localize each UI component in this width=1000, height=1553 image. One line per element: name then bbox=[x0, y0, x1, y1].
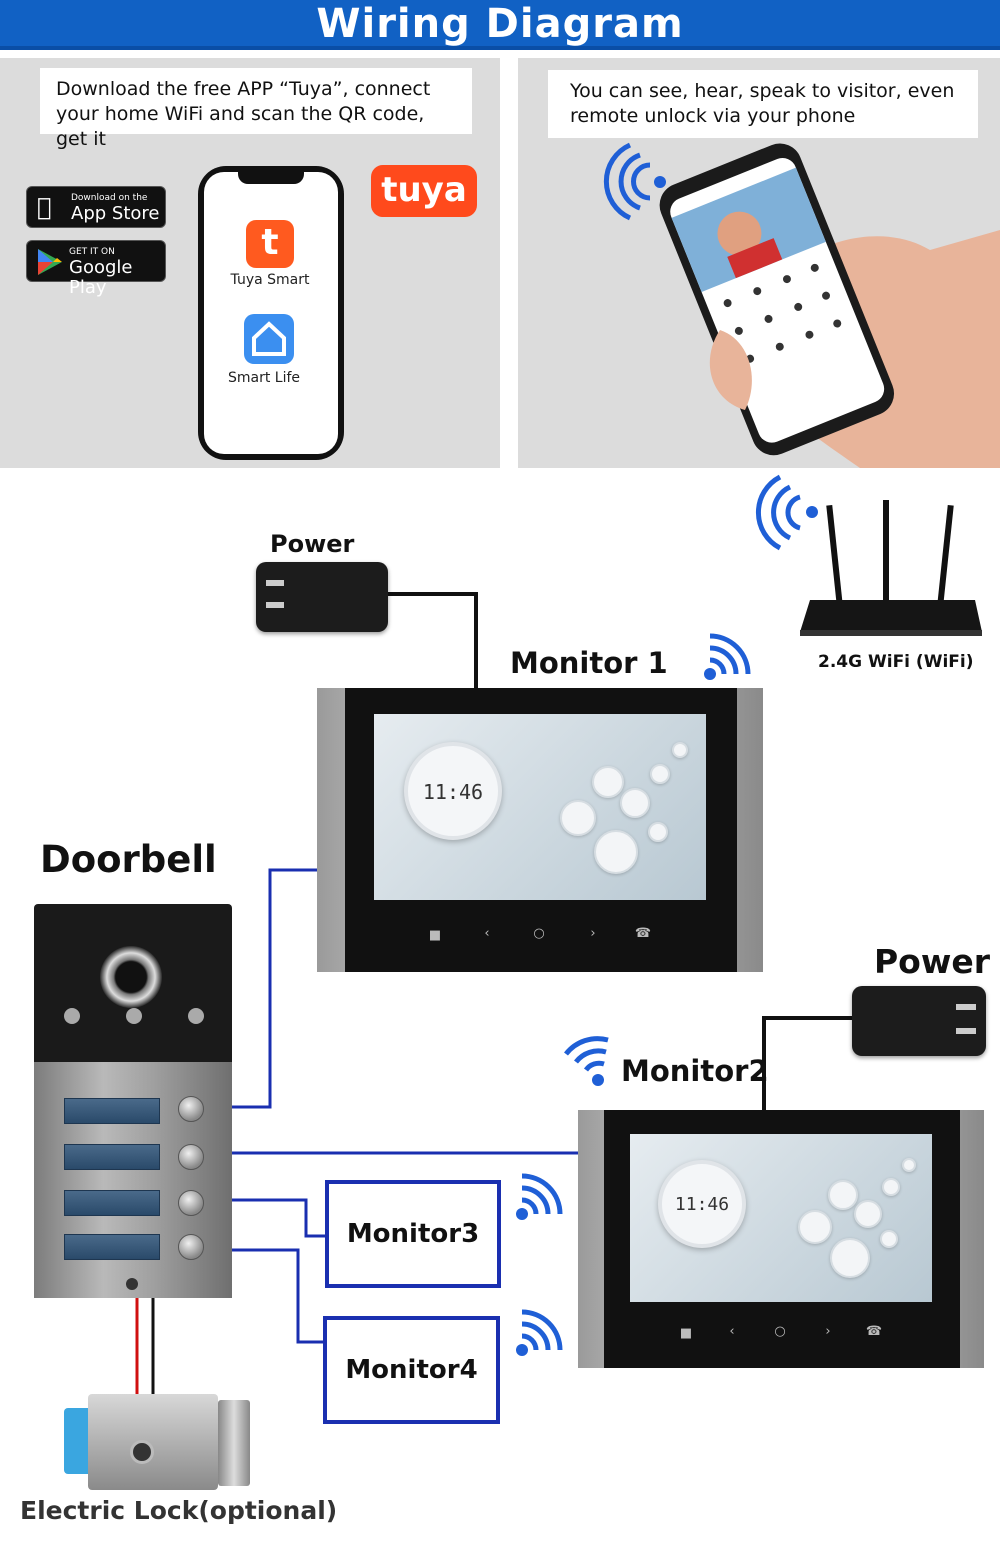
doorbell-call-button-2[interactable] bbox=[178, 1144, 204, 1170]
doorbell-led-mid bbox=[126, 1008, 142, 1024]
lock-bolt bbox=[218, 1400, 250, 1486]
monitor2-user-button[interactable]: ○ bbox=[774, 1324, 786, 1339]
app-store-badge[interactable]:  Download on the App Store bbox=[26, 186, 166, 228]
google-play-badge[interactable]: GET IT ON Google Play bbox=[26, 240, 166, 298]
doorbell-led-right bbox=[188, 1008, 204, 1024]
tuya-smart-app-label: Tuya Smart bbox=[230, 272, 310, 288]
monitor3-box: Monitor3 bbox=[325, 1180, 501, 1288]
phone-screen: t Tuya Smart Smart Life bbox=[204, 172, 338, 454]
apple-icon:  bbox=[37, 193, 51, 221]
lock-keyhole-icon bbox=[130, 1440, 154, 1464]
doorbell-call-button-4[interactable] bbox=[178, 1234, 204, 1260]
monitor2: 11:46 ■ ‹ ○ › ☎ bbox=[604, 1110, 960, 1368]
monitor1-call-button[interactable]: ☎ bbox=[634, 926, 652, 941]
monitor1-clock: 11:46 bbox=[404, 742, 502, 840]
monitor1-video-bubble bbox=[592, 766, 624, 798]
monitor1-wifi-bubble bbox=[672, 742, 688, 758]
monitor2-mute-bubble bbox=[798, 1210, 832, 1244]
app-store-big-text: App Store bbox=[71, 203, 160, 224]
monitor2-label: Monitor2 bbox=[621, 1054, 769, 1088]
doorbell-panel bbox=[34, 1062, 232, 1298]
monitor1-prev-button[interactable]: ‹ bbox=[484, 926, 490, 941]
monitor2-video-bubble bbox=[828, 1180, 858, 1210]
monitor2-clock: 11:46 bbox=[658, 1160, 746, 1248]
monitor1-screen: 11:46 bbox=[374, 714, 706, 900]
router-label: 2.4G WiFi (WiFi) bbox=[818, 652, 974, 672]
doorbell-label: Doorbell bbox=[40, 838, 217, 881]
monitor1-camera-bubble bbox=[650, 764, 670, 784]
monitor2-settings-bubble bbox=[880, 1230, 898, 1248]
monitor2-wifi-bubble bbox=[902, 1158, 916, 1172]
monitor2-next-button[interactable]: › bbox=[825, 1324, 831, 1339]
doorbell-camera-lens bbox=[100, 946, 162, 1008]
monitor1-bubble bbox=[620, 788, 650, 818]
monitor1-label: Monitor 1 bbox=[510, 646, 668, 680]
monitor2-camera-bubble bbox=[882, 1178, 900, 1196]
monitor2-bubble bbox=[854, 1200, 882, 1228]
smart-life-app-label: Smart Life bbox=[227, 370, 301, 386]
monitor1-lock-button[interactable]: ■ bbox=[428, 928, 442, 943]
smart-life-app-icon[interactable] bbox=[244, 314, 294, 364]
app-store-small-text: Download on the bbox=[71, 193, 148, 203]
phone-illustration: t Tuya Smart Smart Life bbox=[198, 166, 344, 460]
phone-notch bbox=[238, 172, 304, 184]
lock-body bbox=[88, 1394, 218, 1490]
doorbell-led-left bbox=[64, 1008, 80, 1024]
monitor2-user-bubble bbox=[830, 1238, 870, 1278]
monitor1-user-button[interactable]: ○ bbox=[533, 926, 545, 941]
monitor2-prev-button[interactable]: ‹ bbox=[729, 1324, 735, 1339]
google-play-big-text: Google Play bbox=[69, 257, 133, 298]
monitor4-box: Monitor4 bbox=[323, 1316, 500, 1424]
tuya-smart-app-icon[interactable]: t bbox=[246, 220, 294, 268]
doorbell-nameplate-1 bbox=[64, 1098, 160, 1124]
electric-lock-label: Electric Lock(optional) bbox=[20, 1496, 338, 1525]
app-download-instruction: Download the free APP “Tuya”, connect yo… bbox=[40, 68, 472, 150]
power-label-right: Power bbox=[874, 942, 990, 981]
doorbell-nameplate-2 bbox=[64, 1144, 160, 1170]
doorbell-camera-module bbox=[34, 904, 232, 1066]
home-icon bbox=[252, 321, 286, 356]
monitor2-call-button[interactable]: ☎ bbox=[865, 1324, 883, 1339]
doorbell-nameplate-4 bbox=[64, 1234, 160, 1260]
monitor1-mute-bubble bbox=[560, 800, 596, 836]
doorbell-nameplate-3 bbox=[64, 1190, 160, 1216]
monitor1-next-button[interactable]: › bbox=[590, 926, 596, 941]
power-label-top: Power bbox=[270, 530, 355, 558]
monitor2-screen: 11:46 bbox=[630, 1134, 932, 1302]
electric-lock bbox=[64, 1394, 254, 1490]
monitor1: 11:46 ■ ‹ ○ › ☎ bbox=[345, 688, 737, 972]
doorbell-call-button-3[interactable] bbox=[178, 1190, 204, 1216]
google-play-icon bbox=[38, 249, 62, 275]
remote-unlock-instruction: You can see, hear, speak to visitor, eve… bbox=[548, 70, 978, 138]
tuya-brand-logo: tuya bbox=[371, 165, 477, 217]
doorbell-call-button-1[interactable] bbox=[178, 1096, 204, 1122]
monitor2-lock-button[interactable]: ■ bbox=[679, 1326, 693, 1341]
power-adapter-right bbox=[852, 986, 986, 1056]
monitor1-user-bubble bbox=[594, 830, 638, 874]
page-title: Wiring Diagram bbox=[0, 0, 1000, 50]
power-adapter-top bbox=[256, 562, 388, 632]
doorbell-screw bbox=[126, 1278, 138, 1290]
google-play-small-text: GET IT ON bbox=[69, 247, 115, 257]
monitor1-settings-bubble bbox=[648, 822, 668, 842]
